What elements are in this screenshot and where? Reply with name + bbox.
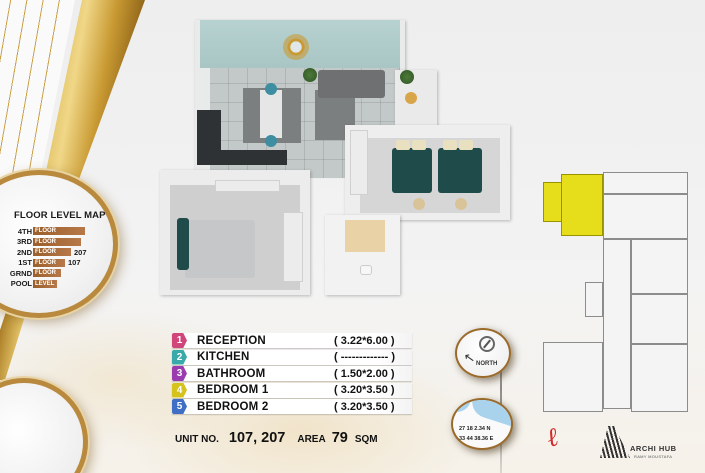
plant	[400, 70, 414, 84]
wardrobe	[283, 212, 303, 282]
legend-row: 2 KITCHEN ( ------------- )	[172, 349, 412, 365]
legend-row: 3 BATHROOM ( 1.50*2.00 )	[172, 366, 412, 381]
dining-chair	[265, 135, 277, 147]
legend-row: 4 BEDROOM 1 ( 3.20*3.50 )	[172, 382, 412, 398]
sunburst-mirror	[283, 34, 309, 60]
bed	[392, 148, 432, 193]
floor-bar: LEVEL	[33, 279, 57, 288]
north-badge: ↖ NORTH	[455, 328, 511, 378]
plan-room	[631, 294, 688, 344]
corridor	[603, 239, 631, 409]
wardrobe	[350, 130, 368, 195]
latitude: 27 18 2.34 N	[459, 426, 491, 432]
floor-name: POOL	[10, 279, 32, 288]
room-name: RECEPTION	[197, 334, 266, 347]
floor-name: 3RD	[16, 237, 32, 246]
room-name: BATHROOM	[197, 367, 266, 380]
plant	[303, 68, 317, 82]
pillow	[396, 140, 410, 150]
kitchen-counter-base	[197, 150, 287, 165]
room-name: BEDROOM 2	[197, 400, 269, 413]
bed	[185, 220, 255, 278]
stairs	[585, 282, 603, 317]
pillow	[459, 140, 473, 150]
floor-name: 2ND	[16, 247, 32, 257]
company-subtitle: RAMY MOUSTAFA	[634, 454, 673, 459]
room-name: BEDROOM 1	[197, 384, 269, 396]
room-number-badge: 2	[172, 349, 187, 365]
floor-unit-number: 207	[74, 247, 87, 257]
plan-room	[603, 172, 688, 194]
sea-map-shape	[453, 400, 471, 412]
floor-plan-3d-render	[155, 20, 515, 305]
room-dimensions: ( 3.20*3.50 )	[334, 400, 395, 413]
room-name: KITCHEN	[197, 351, 250, 363]
floor-bar: FLOOR	[33, 227, 85, 235]
room-dimensions: ( 3.22*6.00 )	[334, 334, 395, 347]
floor-unit-number: 107	[68, 258, 81, 267]
plan-room	[543, 342, 603, 412]
shower	[345, 220, 385, 252]
area-label: AREA	[297, 434, 326, 445]
floor-name: GRND	[9, 268, 32, 278]
company-name: ARCHI HUB	[630, 444, 677, 453]
unit-value: 107, 207	[228, 430, 286, 446]
room-dimensions: ( 1.50*2.00 )	[334, 367, 395, 380]
pillow	[412, 140, 426, 150]
room-number-badge: 3	[172, 366, 187, 381]
sofa	[318, 70, 385, 98]
north-label: NORTH	[476, 361, 498, 367]
floor-bar: FLOOR	[33, 237, 81, 246]
north-arrow-icon: ↖	[462, 349, 477, 366]
plan-room	[603, 194, 688, 239]
balcony-chair	[405, 92, 417, 104]
plan-room	[631, 344, 688, 412]
dresser	[215, 180, 280, 192]
stool	[413, 198, 425, 210]
room-number-badge: 1	[172, 333, 187, 348]
floor-bar: FLOOR	[33, 269, 61, 277]
floor-name: 1ST	[18, 258, 32, 267]
floor-name: 4TH	[17, 226, 32, 236]
unit-label: UNIT NO.	[175, 434, 219, 445]
longitude: 33 44 38.36 E	[459, 436, 494, 442]
room-dimensions: ( 3.20*3.50 )	[334, 384, 395, 396]
highlighted-unit	[543, 182, 563, 222]
dining-table	[260, 90, 282, 138]
room-dimensions: ( ------------- )	[334, 351, 396, 363]
sea-map-shape	[468, 400, 511, 427]
compass-icon	[479, 336, 495, 352]
toilet	[360, 265, 372, 275]
unit-info: UNIT NO. 107, 207 AREA 79 SQM	[175, 430, 378, 446]
area-unit: SQM	[354, 434, 378, 445]
legend-row: 1 RECEPTION ( 3.22*6.00 )	[172, 333, 412, 348]
stool	[455, 198, 467, 210]
floor-bar: FLOOR	[33, 248, 71, 256]
bed	[438, 148, 482, 193]
plan-room	[631, 239, 688, 294]
headboard	[177, 218, 189, 270]
floor-map-title: FLOOR LEVEL MAP	[14, 210, 106, 221]
dining-chair	[265, 83, 277, 95]
location-badge: 27 18 2.34 N 33 44 38.36 E	[451, 398, 513, 450]
legend-row: 5 BEDROOM 2 ( 3.20*3.50 )	[172, 399, 412, 414]
floor-bar: FLOOR	[33, 258, 65, 267]
room-number-badge: 5	[172, 399, 187, 414]
pillow	[443, 140, 457, 150]
area-value: 79	[331, 430, 348, 446]
building-key-plan	[543, 172, 693, 412]
highlighted-unit	[561, 174, 603, 236]
room-number-badge: 4	[172, 382, 187, 398]
room-legend: 1 RECEPTION ( 3.22*6.00 ) 2 KITCHEN ( -------…	[172, 333, 412, 416]
